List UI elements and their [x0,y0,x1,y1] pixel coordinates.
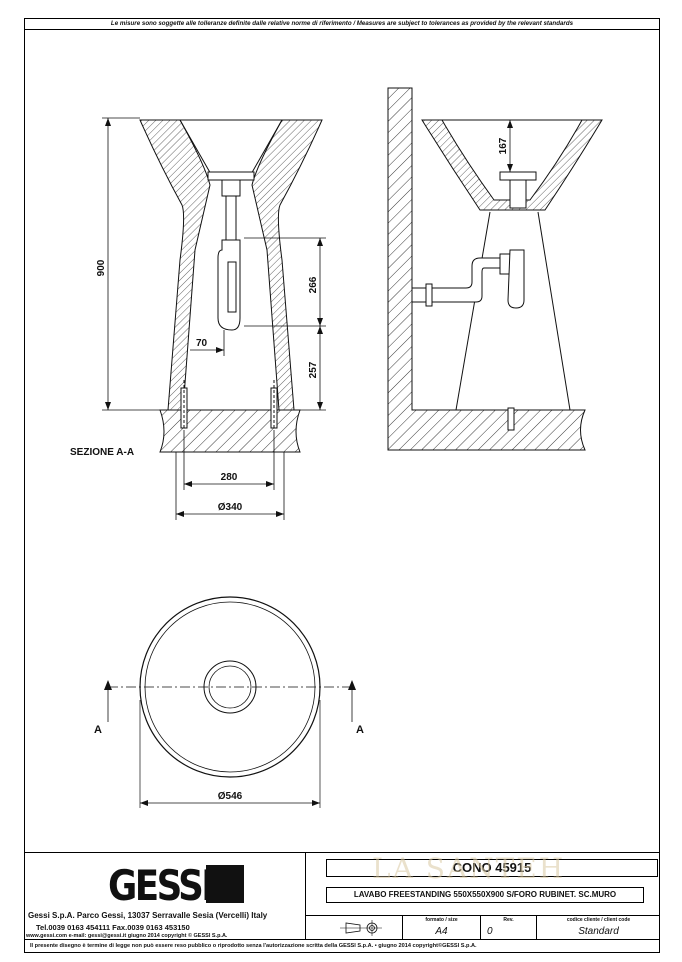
dim-900: 900 [96,259,107,276]
dim-546: Ø546 [218,791,243,802]
section-dimensions [102,117,326,520]
client-code-caption: codice cliente / client code [566,917,631,923]
dim-70: 70 [196,338,208,349]
projection-symbol-icon [340,920,382,936]
format-caption: formato / size [425,917,458,923]
format-value: A4 [435,926,448,937]
side-view [387,87,603,451]
section-view [139,119,323,453]
logo-square [206,865,244,903]
gessi-logo: GESSI [108,861,215,910]
revision-caption: Rev. [503,917,514,923]
section-label: SEZIONE A-A [70,447,135,458]
revision-value: 0 [487,926,493,937]
logo-area: GESSI Gessi S.p.A. Parco Gessi, 13037 Se… [24,853,306,939]
arrow-left-head [104,680,112,690]
plan-view [107,596,353,808]
client-code-cell: codice cliente / client code Standard [536,916,660,940]
tolerance-note: Le misure sono soggette alle tolleranze … [24,18,660,30]
format-cell: formato / size A4 [402,916,480,940]
product-description: LAVABO FREESTANDING 550X550X900 S/FORO R… [326,887,644,903]
projection-symbol-cell [306,916,402,940]
dim-266: 266 [308,276,319,293]
dim-280: 280 [221,472,238,483]
drain [207,171,255,181]
siphon [217,239,241,331]
company-web: www.gessi.com e-mail: gessi@gessi.it giu… [26,933,228,939]
wall-and-floor [387,87,586,451]
watermark: LA SANTEH [372,852,566,885]
company-address: Gessi S.p.A. Parco Gessi, 13037 Serraval… [28,911,268,920]
client-code-value: Standard [578,926,619,937]
product-code: CONO 45915 [326,859,658,877]
side-dimension-ticks [507,120,513,172]
side-siphon [411,257,501,303]
section-arrow-left-label: A [94,724,102,736]
drawing-frame [24,18,660,953]
company-phones: Tel.0039 0163 454111 Fax.0039 0163 45315… [36,923,190,932]
dim-167: 167 [498,137,509,154]
dim-257: 257 [308,361,319,378]
drain-inner-circle [208,665,252,709]
cone-wall-right [251,119,323,411]
floor-section [159,409,301,453]
plan-arrows [104,680,356,806]
legal-notice: Il presente disegno è termine di legge n… [24,939,660,953]
revision-cell: Rev. 0 [480,916,536,940]
title-block: GESSI Gessi S.p.A. Parco Gessi, 13037 Se… [24,852,660,953]
title-block-info-row: formato / size A4 Rev. 0 codice cliente … [306,915,660,940]
dim-340: Ø340 [218,502,243,513]
arrow-right-head [348,680,356,690]
section-arrow-right-label: A [356,724,364,736]
cone-wall-left [139,119,211,411]
section-dimension-ticks [105,118,323,517]
